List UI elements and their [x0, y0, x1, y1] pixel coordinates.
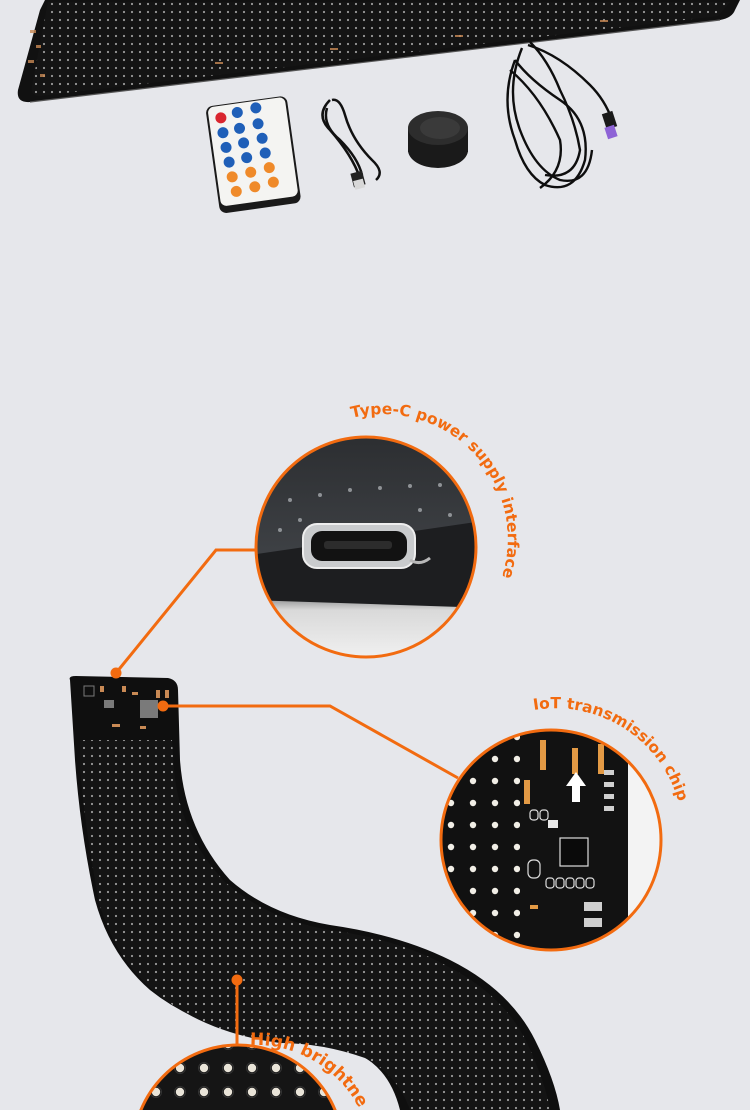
callout-lines	[114, 548, 459, 1045]
usb-data-cable	[321, 98, 381, 190]
speaker-module	[408, 111, 468, 168]
led-panel-top	[17, 0, 740, 103]
callout-circle-type-c	[254, 435, 478, 659]
remote-control	[206, 96, 301, 213]
usb-power-cable	[506, 41, 618, 189]
callout-anchor-dots	[110, 667, 243, 986]
callout-circle-iot-chip	[439, 728, 663, 952]
flexible-led-panel	[69, 676, 560, 1110]
